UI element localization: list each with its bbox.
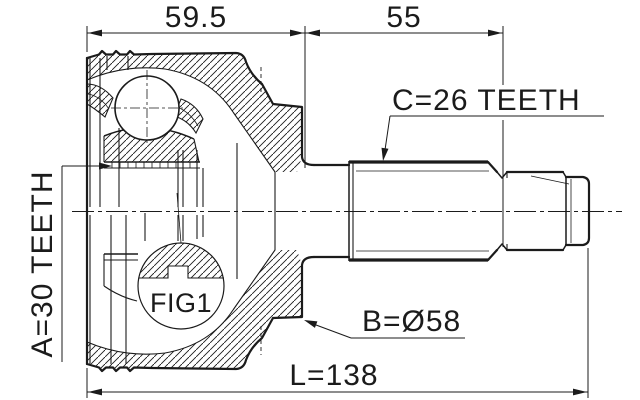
fig1-detail-callout: FIG1 [137,192,225,330]
fig1-spline-profile [139,265,224,279]
label-a-teeth: A=30 TEETH [26,162,112,362]
boot-groove-lines [89,56,146,364]
dimension-59-5: 59.5 [86,1,306,168]
outer-race-cup [85,49,316,373]
stub-shaft [312,160,591,262]
label-b-diameter: B=Ø58 [304,305,465,339]
cavity-arc-top [86,67,234,113]
bearing-ball [111,70,183,146]
groove-notch-bottom [496,243,508,251]
outer-spline-teeth-label: C=26 TEETH [392,84,581,117]
spline-runout-top [486,160,499,174]
outer-diameter-label: B=Ø58 [362,305,461,338]
label-c-teeth: C=26 TEETH [381,84,604,161]
section-hatch-bottom [87,250,302,371]
spline-runout-bottom [486,248,499,262]
dimension-l-138: L=138 [86,248,589,398]
thread-runout-line [530,175,570,185]
groove-notch-top [496,171,508,179]
core-cone-top [232,111,276,173]
fig1-hatch [138,243,224,278]
cage-sections [86,83,204,135]
overall-length-value: L=138 [289,359,378,392]
inner-spline-teeth-label: A=30 TEETH [26,170,59,357]
dimension-55: 55 [305,1,504,247]
fig1-label: FIG1 [150,288,212,318]
dimension-59-5-value: 59.5 [165,1,227,34]
dimension-55-value: 55 [386,1,421,34]
fig1-leader-line [176,192,182,244]
shaft-tip [564,175,591,247]
cup-outline-top [85,49,316,167]
section-hatch-top [87,51,302,172]
cup-outline-bottom [85,255,316,373]
core-cone-bottom [232,249,276,311]
